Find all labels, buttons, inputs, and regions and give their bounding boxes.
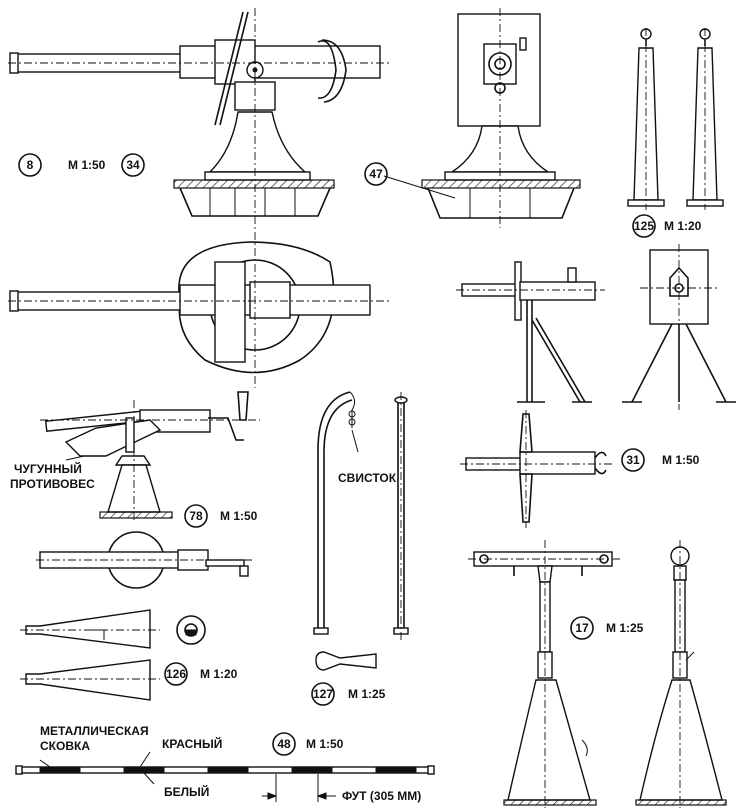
figure-number: 8 bbox=[27, 158, 34, 172]
mooring-posts bbox=[627, 28, 724, 210]
figure-126-label: 126 М 1:20 bbox=[164, 662, 238, 686]
figure-number: 127 bbox=[313, 687, 333, 701]
figure-number: 17 bbox=[575, 621, 589, 635]
deck-gun-side-view bbox=[8, 8, 390, 230]
deck-gun-plan-view bbox=[8, 232, 390, 388]
megaphone-side-view bbox=[20, 659, 160, 701]
figure-number: 126 bbox=[166, 667, 186, 681]
shielded-gun-front-view bbox=[383, 8, 581, 228]
whistle-pipe-plan bbox=[315, 651, 377, 671]
figure-scale: М 1:20 bbox=[664, 219, 702, 233]
red-label: КРАСНЫЙ bbox=[162, 736, 222, 751]
megaphone-lower bbox=[25, 659, 151, 701]
megaphone-mouthpiece-end-view bbox=[176, 615, 206, 645]
counterweight-gun-plan-view bbox=[36, 531, 252, 589]
figure-17-label: 17 М 1:25 bbox=[570, 616, 644, 640]
searchlight-base-cone-right bbox=[639, 679, 723, 801]
whistle-label: СВИСТОК bbox=[338, 471, 397, 485]
figure-number: 34 bbox=[126, 158, 140, 172]
searchlight-stand-side-view bbox=[468, 540, 620, 808]
gun-breech bbox=[179, 45, 381, 79]
foot-label: ФУТ (305 ММ) bbox=[342, 789, 421, 803]
counterweight-gun-pedestal bbox=[107, 464, 161, 513]
mouthpiece-circle bbox=[176, 615, 206, 645]
figure-125-label: 125 М 1:20 bbox=[632, 214, 702, 238]
figure-scale: М 1:50 bbox=[220, 509, 258, 523]
figure-47-label: 47 bbox=[364, 162, 388, 186]
figure-127-label: 127 М 1:25 bbox=[311, 682, 386, 706]
metal-band-label-line2: СКОВКА bbox=[40, 739, 90, 753]
figure-8-label: 8 М 1:50 bbox=[18, 153, 106, 177]
figure-48-label: 48 М 1:50 bbox=[272, 732, 344, 756]
figure-scale: М 1:25 bbox=[348, 687, 386, 701]
metal-band-label-line1: МЕТАЛЛИЧЕСКАЯ bbox=[40, 724, 149, 738]
whistle-pipe bbox=[313, 391, 409, 671]
figure-scale: М 1:50 bbox=[662, 453, 700, 467]
megaphone-top-view bbox=[20, 609, 160, 649]
figure-scale: М 1:20 bbox=[200, 667, 238, 681]
figure-number: 47 bbox=[369, 167, 383, 181]
machine-gun-side-view bbox=[456, 261, 605, 403]
searchlight-stand-front-view bbox=[635, 540, 727, 808]
counterweight-gun-side-view bbox=[40, 391, 260, 522]
white-label: БЕЛЫЙ bbox=[164, 784, 209, 799]
counterweight-label-line2: ПРОТИВОВЕС bbox=[10, 477, 95, 491]
sounding-pole bbox=[15, 751, 435, 802]
counterweight-label: ЧУГУННЫЙ ПРОТИВОВЕС bbox=[10, 461, 95, 491]
figure-number: 48 bbox=[277, 737, 291, 751]
gun-shield-front bbox=[214, 11, 244, 126]
counterweight-label-line1: ЧУГУННЫЙ bbox=[14, 461, 82, 476]
machine-gun-plan-view bbox=[460, 410, 612, 528]
figure-scale: М 1:50 bbox=[68, 158, 106, 172]
whistle-label-text: СВИСТОК bbox=[338, 471, 397, 485]
whistle-pipe-curved bbox=[317, 391, 351, 628]
figure-number: 125 bbox=[634, 219, 654, 233]
figure-78-label: 78 М 1:50 bbox=[184, 504, 258, 528]
figure-34-label: 34 bbox=[121, 153, 145, 177]
figure-31-label: 31 М 1:50 bbox=[621, 448, 700, 472]
machine-gun-front-view bbox=[622, 244, 736, 410]
sounding-pole-labels: МЕТАЛЛИЧЕСКАЯ СКОВКА КРАСНЫЙ БЕЛЫЙ ФУТ (… bbox=[40, 724, 421, 803]
searchlight-base-cone-left bbox=[507, 679, 591, 801]
figure-number: 31 bbox=[626, 453, 640, 467]
megaphone-upper bbox=[25, 609, 151, 649]
figure-number: 78 bbox=[189, 509, 203, 523]
figure-scale: М 1:25 bbox=[606, 621, 644, 635]
gun-deck-plate bbox=[173, 179, 335, 189]
figure-scale: М 1:50 bbox=[306, 737, 344, 751]
gun-pedestal bbox=[208, 111, 307, 173]
counterweight-cradle bbox=[64, 419, 162, 457]
gun-turntable bbox=[178, 241, 335, 374]
